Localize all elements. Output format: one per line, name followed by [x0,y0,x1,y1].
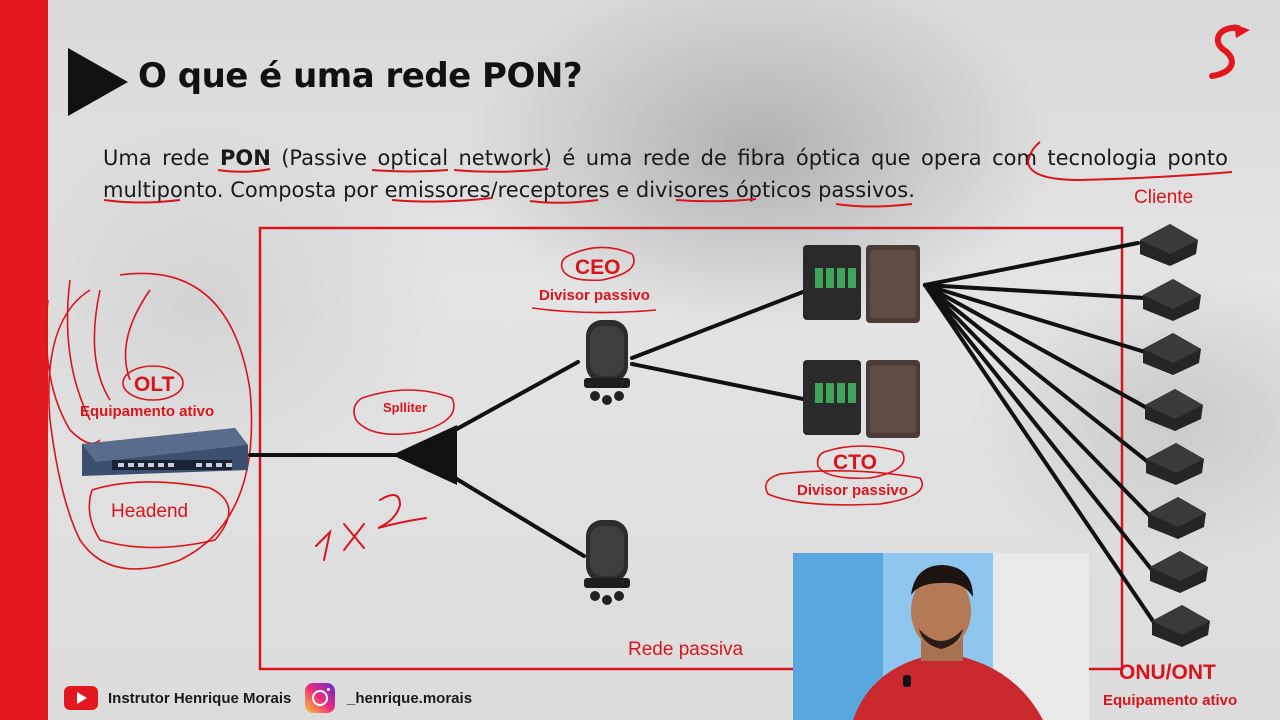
onu-icon [1150,551,1208,593]
text-underline-annotations [103,141,1233,208]
passive-network-label: Rede passiva [628,639,744,660]
splitter-triangle-icon [392,425,457,485]
ceo-sub-underline [531,307,657,314]
onu-sublabel: Equipamento ativo [1103,692,1238,709]
onu-label: ONU/ONT [1119,661,1216,684]
instagram-icon [305,683,335,713]
presenter-image [793,553,1089,720]
intro-text-start: Uma rede [103,146,220,170]
cto-sublabel: Divisor passivo [797,482,908,499]
youtube-icon [64,686,98,710]
onu-icon [1143,279,1201,321]
intro-bold-pon: PON [219,146,271,170]
cto-sub-circle [764,470,923,506]
cto-label: CTO [833,451,877,474]
splitter-label: Splliter [383,400,428,415]
olt-annotation-scribble [45,272,253,570]
left-accent-bar [0,0,48,720]
cto-box-bottom-icon [803,360,920,438]
onu-icon [1145,389,1203,431]
fiber-links [248,241,1157,626]
instagram-handle: _henrique.morais [347,689,473,707]
onu-icon [1152,605,1210,647]
headend-label: Headend [111,501,189,522]
ceo-sublabel: Divisor passivo [539,287,650,304]
intro-paragraph: Uma rede PON (Passive optical network) é… [103,142,1228,206]
passive-network-frame [258,226,1124,671]
onu-icon [1140,224,1198,266]
olt-device-icon [82,428,248,476]
footer-youtube[interactable]: Instrutor Henrique Morais [64,686,291,710]
ceo-label: CEO [575,256,621,279]
handwritten-ratio [315,494,427,561]
ceo-label-circle [560,246,635,282]
onu-units [1140,224,1210,647]
play-triangle-icon [68,48,128,116]
onu-icon [1143,333,1201,375]
ceo-closure-bottom-icon [584,520,630,605]
cto-label-circle [816,445,905,480]
olt-label: OLT [134,373,175,396]
ceo-closure-top-icon [584,320,630,405]
onu-icon [1148,497,1206,539]
cto-box-top-icon [803,245,920,323]
footer-instagram[interactable]: _henrique.morais [305,683,472,713]
youtube-channel-name: Instrutor Henrique Morais [108,689,292,707]
slide-title: O que é uma rede PON? [138,56,583,96]
olt-sublabel: Equipamento ativo [80,403,215,420]
client-label: Cliente [1134,187,1194,208]
splitter-label-circle [353,389,455,436]
intro-text-rest: (Passive optical network) é uma rede de … [103,146,1228,202]
brand-logo-icon [1209,24,1250,79]
presenter-webcam [793,553,1089,720]
onu-icon [1146,443,1204,485]
